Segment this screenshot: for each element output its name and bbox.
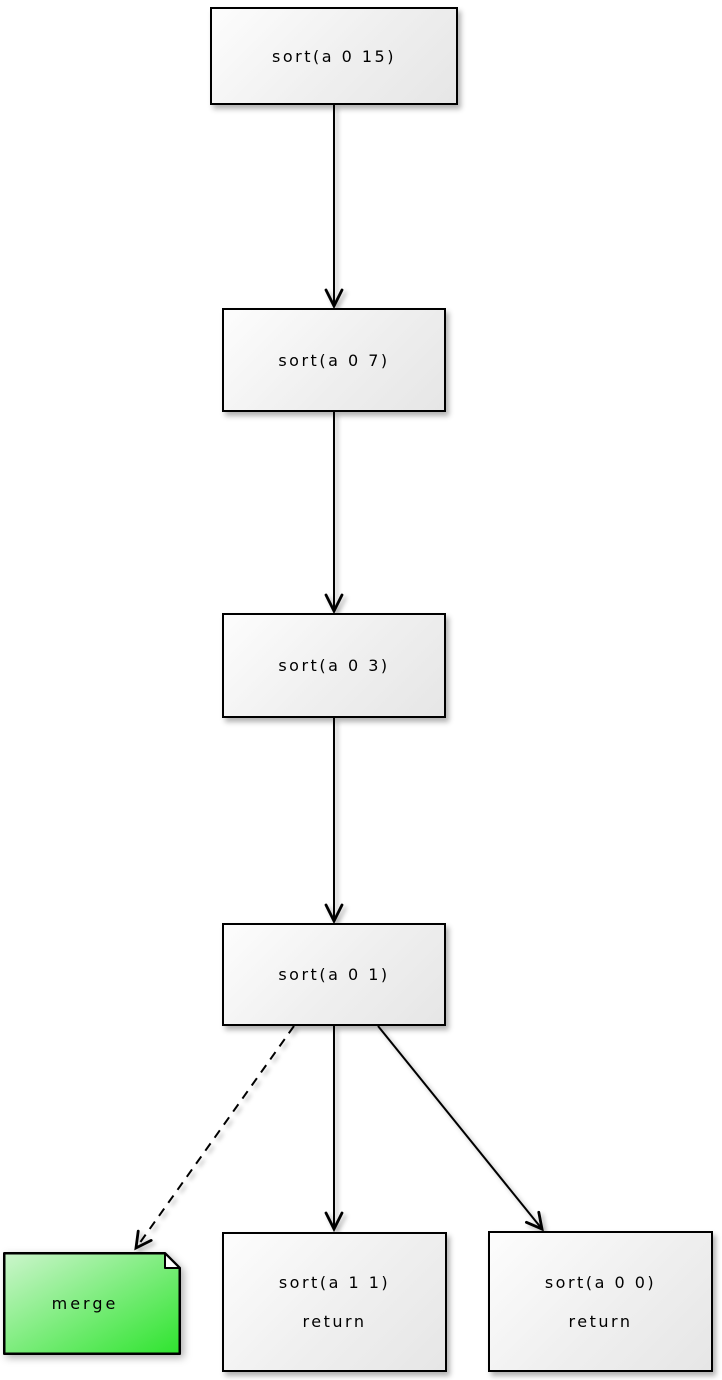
- node-label: sort(a 0 7): [278, 350, 390, 370]
- node-sublabel: return: [302, 1312, 367, 1331]
- node-label: sort(a 1 1): [278, 1273, 391, 1292]
- note-label: merge: [51, 1294, 119, 1313]
- edge-sort-0-15-to-sort-0-7: [324, 105, 344, 310]
- edge-arrowhead-vee: [324, 593, 344, 615]
- node-label: sort(a 0 0): [544, 1272, 657, 1292]
- node-sort-1-1: sort(a 1 1) return: [222, 1232, 447, 1372]
- edge-arrowhead-vee: [324, 288, 344, 310]
- note-shape: [3, 1252, 181, 1355]
- edge-arrowhead-vee: [525, 1210, 544, 1232]
- node-sort-0-15: sort(a 0 15): [210, 7, 458, 105]
- edge-sort-0-1-to-merge-note: [134, 1025, 295, 1251]
- node-sort-0-0: sort(a 0 0) return: [488, 1231, 713, 1372]
- edge-sort-0-7-to-sort-0-3: [324, 412, 344, 615]
- edge-arrowhead-vee: [324, 903, 344, 925]
- node-sort-0-7: sort(a 0 7): [222, 308, 446, 412]
- node-label: sort(a 0 1): [278, 965, 390, 984]
- edge-line-dashed: [138, 1025, 295, 1245]
- node-label: sort(a 0 15): [272, 46, 396, 66]
- node-sort-0-1: sort(a 0 1): [222, 923, 446, 1026]
- node-merge-note: merge: [3, 1252, 181, 1355]
- edge-sort-0-3-to-sort-0-1: [324, 718, 344, 925]
- edge-sort-0-1-to-sort-1-1: [324, 1026, 344, 1233]
- node-label: sort(a 0 3): [278, 656, 390, 675]
- note-body: [3, 1252, 181, 1355]
- edge-line: [377, 1025, 543, 1230]
- node-sublabel: return: [568, 1311, 633, 1331]
- note-fold-corner: [164, 1252, 181, 1269]
- edge-arrowhead-vee: [134, 1229, 153, 1251]
- edge-arrowhead-vee: [324, 1211, 344, 1233]
- edge-sort-0-1-to-sort-0-0: [377, 1025, 544, 1232]
- node-sort-0-3: sort(a 0 3): [222, 613, 446, 718]
